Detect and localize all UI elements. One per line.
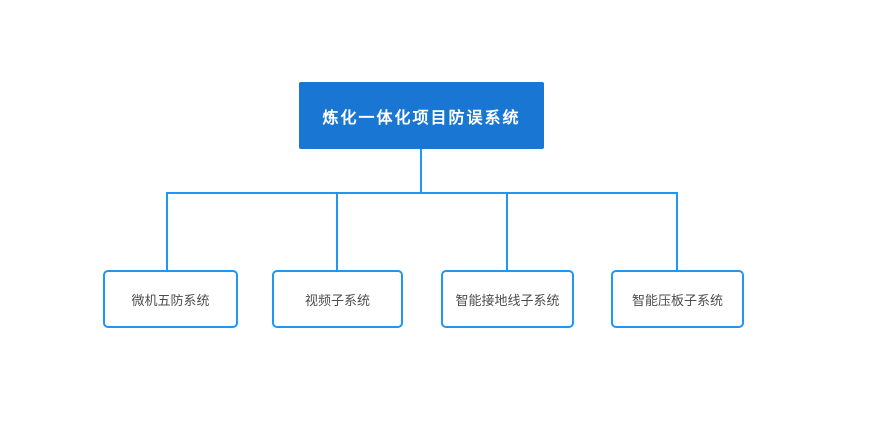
node-child-label: 智能接地线子系统 bbox=[455, 292, 560, 308]
node-root-system[interactable]: 炼化一体化项目防误系统 bbox=[299, 82, 544, 149]
node-root-label: 炼化一体化项目防误系统 bbox=[322, 109, 521, 127]
node-child-label: 智能压板子系统 bbox=[631, 292, 723, 308]
connector-drop-4 bbox=[676, 192, 678, 270]
node-child-video[interactable]: 视频子系统 bbox=[272, 270, 403, 328]
connector-drop-1 bbox=[166, 192, 168, 270]
node-child-label: 微机五防系统 bbox=[131, 292, 210, 308]
node-child-pressure-plate[interactable]: 智能压板子系统 bbox=[611, 270, 744, 328]
connector-drop-2 bbox=[336, 192, 338, 270]
node-child-wujifang[interactable]: 微机五防系统 bbox=[103, 270, 238, 328]
connector-horizontal bbox=[166, 192, 678, 194]
node-child-label: 视频子系统 bbox=[304, 292, 370, 308]
connector-drop-3 bbox=[506, 192, 508, 270]
connector-root-stem bbox=[420, 149, 422, 194]
node-child-grounding-line[interactable]: 智能接地线子系统 bbox=[441, 270, 574, 328]
